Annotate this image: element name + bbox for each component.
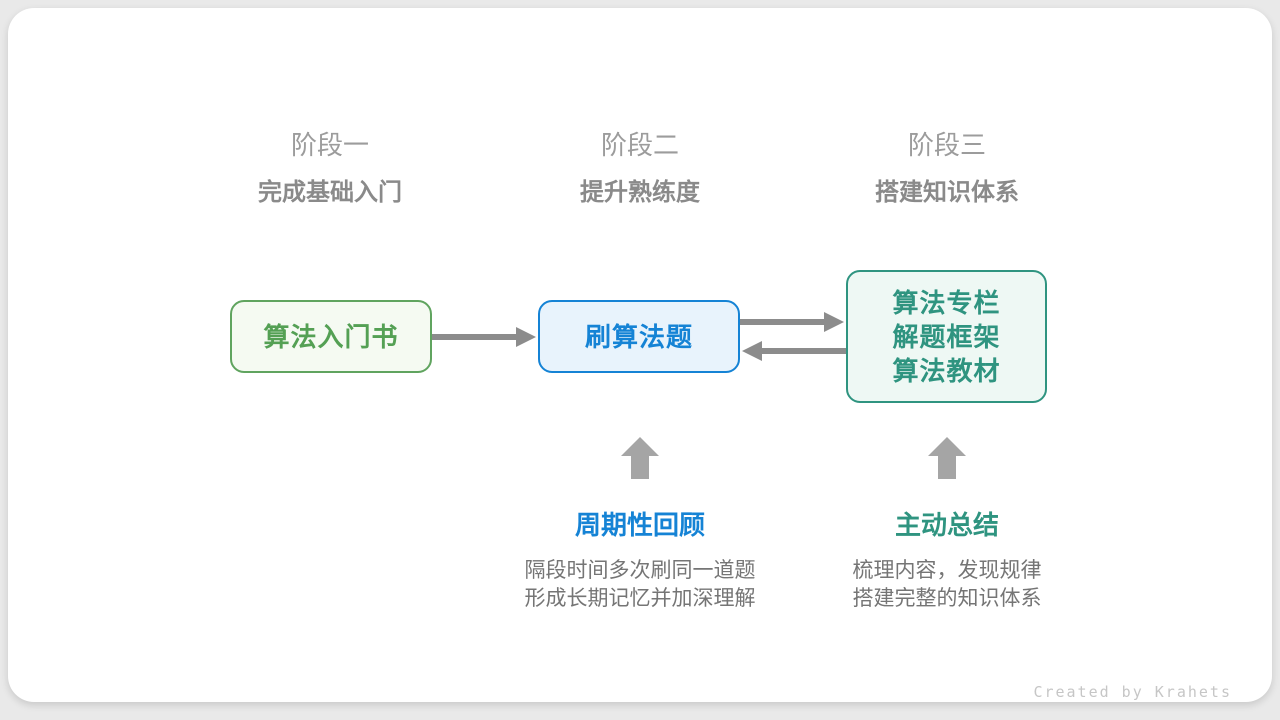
annotation-active-summary-desc-2: 搭建完整的知识体系: [852, 587, 1042, 610]
stage-1-subtitle: 完成基础入门: [258, 179, 402, 206]
annotation-periodic-review-desc-1: 隔段时间多次刷同一道题: [524, 559, 756, 582]
stage-header-1: 阶段一 完成基础入门: [170, 130, 490, 208]
node-knowledge-line-3: 算法教材: [892, 355, 1001, 386]
arrow-up-icon: [621, 437, 659, 479]
node-knowledge-line-2: 解题框架: [892, 321, 1001, 352]
stage-header-3: 阶段三 搭建知识体系: [787, 130, 1107, 208]
stage-2-subtitle: 提升熟练度: [580, 179, 700, 206]
annotation-periodic-review: 周期性回顾 隔段时间多次刷同一道题 形成长期记忆并加深理解: [470, 510, 810, 613]
node-practice-problems-label: 刷算法题: [584, 321, 693, 352]
stage-1-label: 阶段一: [290, 130, 369, 160]
stage-header-2: 阶段二 提升熟练度: [480, 130, 800, 208]
stage-2-label: 阶段二: [600, 130, 679, 160]
arrow-left-icon: [742, 341, 846, 361]
arrow-up-icon: [928, 437, 966, 479]
arrow-right-icon: [432, 327, 536, 347]
node-intro-book-label: 算法入门书: [263, 321, 399, 352]
card-background: 阶段一 完成基础入门 阶段二 提升熟练度 阶段三 搭建知识体系 算法入门书 刷算…: [8, 8, 1272, 702]
arrow-right-icon: [740, 312, 844, 332]
node-knowledge-line-1: 算法专栏: [892, 287, 1001, 318]
node-knowledge-sources: 算法专栏 解题框架 算法教材: [846, 270, 1047, 403]
annotation-active-summary-title: 主动总结: [894, 510, 999, 540]
stage-3-label: 阶段三: [907, 130, 986, 160]
node-practice-problems: 刷算法题: [538, 300, 740, 373]
annotation-periodic-review-title: 周期性回顾: [574, 510, 705, 540]
annotation-periodic-review-desc-2: 形成长期记忆并加深理解: [524, 587, 756, 610]
stage-3-subtitle: 搭建知识体系: [875, 179, 1019, 206]
node-intro-book: 算法入门书: [230, 300, 432, 373]
annotation-active-summary-desc-1: 梳理内容，发现规律: [852, 559, 1042, 582]
annotation-active-summary: 主动总结 梳理内容，发现规律 搭建完整的知识体系: [777, 510, 1117, 613]
credit-text: Created by Krahets: [1033, 683, 1232, 701]
